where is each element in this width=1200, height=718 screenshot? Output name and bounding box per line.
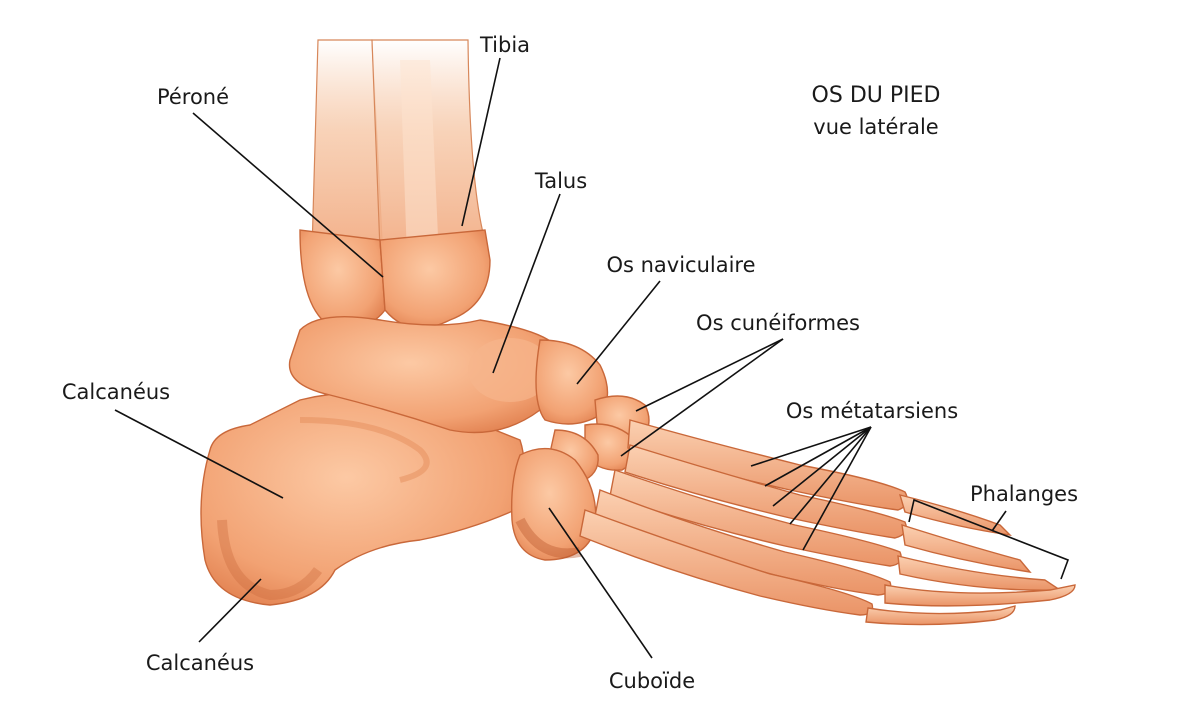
leader-cuneiformes-2 (620, 338, 784, 457)
tibia-lower-end (379, 229, 491, 329)
leader-metatarsiens-3 (772, 426, 872, 507)
cuboid-bone (511, 447, 597, 561)
label-phalanges: Phalanges (970, 482, 1078, 506)
label-perone: Péroné (157, 85, 229, 109)
leader-perone (192, 112, 384, 278)
label-cuneiformes: Os cunéiformes (696, 311, 860, 335)
leader-talus (492, 193, 561, 374)
label-calcaneus-top: Calcanéus (62, 380, 170, 404)
leg-bones (299, 39, 491, 331)
leader-tibia (461, 57, 501, 227)
leader-naviculaire (576, 280, 661, 385)
leader-calcaneus-bottom (198, 578, 262, 643)
talus-bone (288, 316, 559, 434)
leader-metatarsiens-5 (802, 426, 872, 551)
label-talus: Talus (534, 169, 587, 193)
label-calcaneus-bottom: Calcanéus (146, 651, 254, 675)
leader-phalanges (991, 510, 1007, 532)
tibia-shaft-highlight (400, 60, 440, 285)
leader-metatarsiens-4 (789, 426, 872, 525)
leader-metatarsiens-1 (750, 426, 872, 467)
diagram-title: OS DU PIED (812, 83, 941, 108)
label-tibia: Tibia (479, 33, 530, 57)
leader-metatarsiens-2 (764, 426, 872, 487)
label-cuboide: Cuboïde (609, 669, 695, 693)
label-naviculaire: Os naviculaire (606, 253, 755, 277)
phalanges-bracket (908, 498, 1070, 580)
leader-calcaneus-top (114, 409, 284, 499)
diagram-subtitle: vue latérale (813, 115, 938, 139)
leader-cuneiformes-1 (635, 338, 784, 412)
leader-cuboide (548, 507, 653, 659)
fibula-lower-end (299, 229, 386, 331)
label-metatarsiens: Os métatarsiens (786, 399, 958, 423)
leader-lines (114, 57, 1070, 659)
